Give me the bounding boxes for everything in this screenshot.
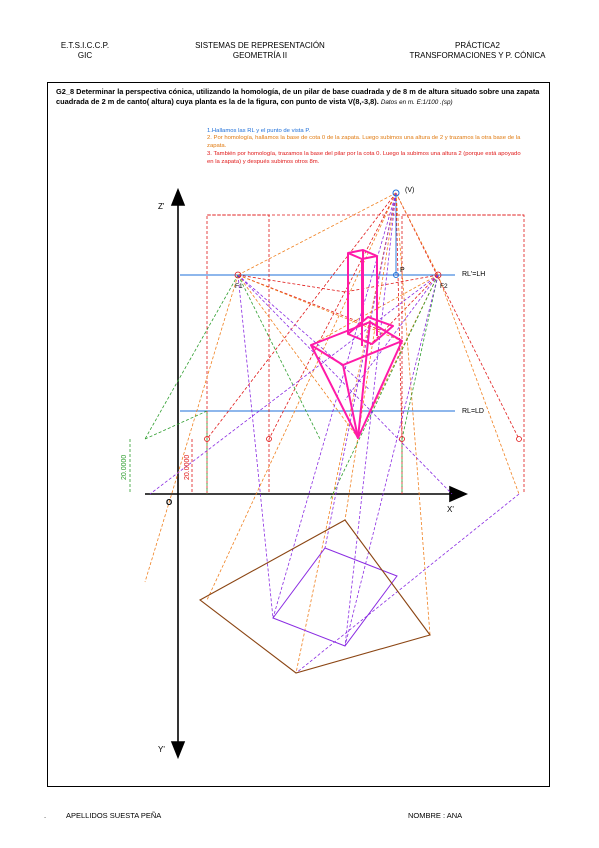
step-3-note: 3. También por homología, trazamos la ba… bbox=[207, 151, 521, 165]
origin-label: O bbox=[166, 498, 172, 507]
rl-upper-label: RL'=LH bbox=[462, 271, 485, 278]
green-ray-1 bbox=[237, 274, 321, 440]
orange-ray-1 bbox=[237, 192, 397, 276]
green-ray-4 bbox=[329, 274, 439, 501]
orange-ray-4 bbox=[437, 274, 520, 495]
orange-ray-11 bbox=[295, 192, 397, 674]
statement-note: Datos en m. E:1/100 .(sp) bbox=[380, 98, 453, 106]
p-label: P bbox=[400, 267, 405, 274]
practice-name: PRÁCTICA2 bbox=[455, 41, 500, 50]
red-ray-1 bbox=[206, 192, 397, 440]
red-point-1 bbox=[204, 436, 210, 442]
statement-text: G2_8 Determinar la perspectiva cónica, u… bbox=[56, 87, 540, 106]
purple-ray-8 bbox=[237, 274, 453, 495]
f1-label: F1 bbox=[235, 283, 243, 290]
red-point-3 bbox=[399, 436, 405, 442]
purple-construction bbox=[149, 192, 520, 674]
y-axis-arrow bbox=[170, 741, 186, 760]
red-point-2 bbox=[266, 436, 272, 442]
footer-dot: . bbox=[44, 811, 47, 820]
f1-point bbox=[234, 271, 242, 279]
f2-label: F2 bbox=[440, 283, 448, 290]
orange-ray-2 bbox=[395, 192, 439, 276]
purple-ray-9 bbox=[149, 274, 439, 495]
header-practice: PRÁCTICA2 TRANSFORMACIONES Y P. CÓNICA bbox=[385, 41, 570, 61]
footer-name: NOMBRE : ANA bbox=[408, 811, 463, 820]
green-ray-2 bbox=[401, 274, 439, 440]
p-point-marker bbox=[393, 272, 399, 278]
problem-statement: G2_8 Determinar la perspectiva cónica, u… bbox=[56, 87, 544, 107]
subject-sub: GEOMETRÍA II bbox=[232, 51, 288, 60]
red-dimension: 20.0000 bbox=[184, 455, 191, 480]
drawing-frame bbox=[47, 82, 550, 787]
red-ray-5 bbox=[237, 274, 346, 293]
school-sub: GIC bbox=[77, 51, 93, 60]
f2-point bbox=[434, 271, 442, 279]
purple-ray-3 bbox=[272, 192, 397, 619]
practice-sub: TRANSFORMACIONES Y P. CÓNICA bbox=[409, 51, 546, 60]
footing-plan-square bbox=[198, 519, 431, 674]
green-dimension: 20.0000 bbox=[121, 455, 128, 480]
step-1-note: 1.Hallamos las RL y el punto de vista P. bbox=[207, 128, 311, 134]
green-ray-3 bbox=[144, 274, 239, 440]
pillar-plan bbox=[272, 547, 398, 647]
step-2-note: 2. Por homología, hallamos la base de co… bbox=[207, 135, 521, 149]
rl-lower-label: RL=LD bbox=[462, 408, 484, 415]
red-construction bbox=[191, 192, 525, 494]
footing-plan bbox=[198, 519, 431, 674]
orange-ray-5 bbox=[237, 274, 359, 439]
points bbox=[204, 271, 522, 442]
reference-lines bbox=[180, 193, 455, 412]
purple-ray-2 bbox=[344, 274, 439, 647]
red-ray-7 bbox=[344, 274, 439, 293]
x-axis-label: X' bbox=[447, 505, 454, 514]
pillar-plan-square bbox=[272, 547, 398, 647]
subject-name: SISTEMAS DE REPRESENTACIÓN bbox=[195, 41, 325, 50]
red-ray-8 bbox=[369, 274, 439, 346]
pillar-base bbox=[347, 316, 394, 345]
header-school: E.T.S.I.C.C.P. GIC bbox=[30, 41, 140, 61]
red-ray-3 bbox=[395, 192, 403, 440]
footer-surname: APELLIDOS SUESTA PEÑA bbox=[66, 811, 162, 820]
orange-ray-9 bbox=[206, 192, 397, 601]
purple-ray-4 bbox=[324, 192, 397, 549]
green-construction bbox=[129, 274, 439, 501]
viewpoint-label: (V) bbox=[405, 187, 414, 194]
footing-right-edge bbox=[357, 321, 403, 439]
red-ray-4 bbox=[395, 192, 520, 440]
viewpoint-marker bbox=[392, 189, 400, 197]
purple-ray-10 bbox=[295, 493, 520, 674]
green-outline-left bbox=[144, 410, 208, 494]
red-point-4 bbox=[516, 436, 522, 442]
x-axis-arrow bbox=[449, 485, 468, 503]
purple-ray-5 bbox=[344, 192, 397, 647]
orange-construction bbox=[144, 192, 520, 674]
orange-ray-7 bbox=[237, 274, 403, 342]
purple-ray-7 bbox=[344, 274, 439, 401]
blue-points bbox=[392, 189, 400, 278]
red-ray-2 bbox=[268, 192, 397, 440]
orange-ray-12 bbox=[344, 192, 397, 521]
purple-ray-1 bbox=[237, 274, 274, 619]
perspective-result bbox=[310, 249, 403, 439]
header-subject: SISTEMAS DE REPRESENTACIÓN GEOMETRÍA II bbox=[170, 41, 350, 61]
orange-ray-8 bbox=[310, 274, 439, 346]
orange-ray-3 bbox=[144, 274, 239, 583]
z-axis-arrow bbox=[170, 187, 186, 206]
orange-ray-10 bbox=[395, 192, 431, 636]
red-rect-left bbox=[206, 214, 270, 494]
y-axis-label: Y' bbox=[158, 745, 165, 754]
school-name: E.T.S.I.C.C.P. bbox=[60, 41, 110, 50]
axes bbox=[145, 187, 468, 760]
z-axis-label: Z' bbox=[158, 202, 165, 211]
purple-ray-6 bbox=[237, 274, 371, 391]
